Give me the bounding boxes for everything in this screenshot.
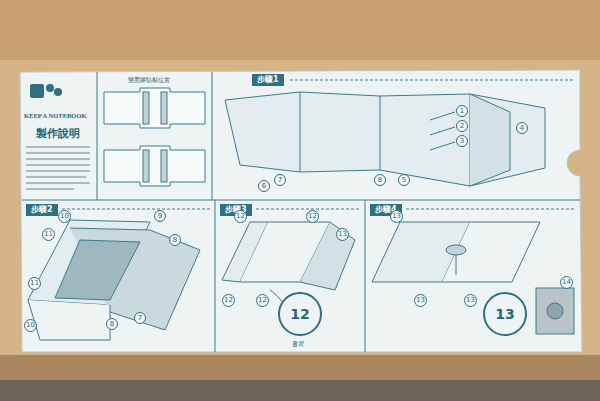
callout-number: 13	[414, 294, 427, 307]
callout-number: 9	[154, 210, 166, 222]
step-title: 步驟1	[257, 75, 279, 84]
instruction-text-lines	[26, 146, 90, 190]
callout-text: 7	[138, 315, 142, 322]
step2-drawing	[28, 220, 200, 340]
callout-text: 13	[392, 213, 401, 220]
callout-text: 13	[495, 307, 514, 321]
step-title: 步驟2	[31, 205, 53, 214]
callout-number: 5	[398, 174, 410, 186]
callout-text: 8	[378, 177, 382, 184]
step-tab: 步驟2	[26, 204, 58, 216]
callout-text: 10	[26, 322, 35, 329]
shelf-shadow	[0, 380, 600, 401]
callout-number: 6	[258, 180, 270, 192]
callout-number: 13	[464, 294, 477, 307]
brand-name: KEEP A NOTEBOOK	[24, 112, 87, 119]
callout-text: 3	[460, 138, 464, 145]
step1-fold-drawing	[225, 92, 545, 186]
callout-text: 8	[110, 321, 114, 328]
callout-text: 6	[262, 183, 266, 190]
callout-number: 13	[390, 210, 403, 223]
callout-number: 1	[456, 105, 468, 117]
shelf	[0, 355, 600, 401]
callout-number: 10	[58, 210, 71, 223]
callout-text: 9	[158, 213, 162, 220]
callout-text: 1	[460, 108, 464, 115]
callout-number: 14	[560, 276, 573, 289]
step4-drawing	[372, 222, 574, 334]
wood-background	[0, 0, 600, 60]
callout-text: 11	[30, 280, 39, 287]
callout-text: 13	[416, 297, 425, 304]
callout-text: 8	[173, 237, 177, 244]
callout-number: 11	[42, 228, 55, 241]
callout-text: 13	[466, 297, 475, 304]
logo	[30, 84, 62, 98]
callout-number: 8	[106, 318, 118, 330]
callout-number: 11	[28, 277, 41, 290]
callout-number: 8	[374, 174, 386, 186]
callout-number: 4	[516, 122, 528, 134]
callout-number: 13	[483, 292, 527, 336]
callout-number: 7	[274, 174, 286, 186]
callout-text: 13	[338, 231, 347, 238]
callout-number: 10	[24, 319, 37, 332]
callout-text: 4	[520, 125, 524, 132]
panel-dividers	[22, 72, 580, 352]
callout-text: 14	[562, 279, 571, 286]
callout-number: 12	[256, 294, 269, 307]
callout-text: 11	[44, 231, 53, 238]
callout-number: 7	[134, 312, 146, 324]
callout-text: 12	[236, 213, 245, 220]
panel-heading: 雙面膠貼黏位置	[128, 76, 170, 85]
callout-text: 12	[224, 297, 233, 304]
callout-text: 12	[290, 307, 309, 321]
step-tab: 步驟1	[252, 74, 284, 86]
callout-text: 12	[258, 297, 267, 304]
callout-text: 7	[278, 177, 282, 184]
callout-text: 2	[460, 123, 464, 130]
callout-number: 12	[278, 292, 322, 336]
callout-number: 8	[169, 234, 181, 246]
part-name: 書背	[292, 340, 304, 349]
callout-number: 3	[456, 135, 468, 147]
sheet-title: 製作說明	[36, 126, 80, 141]
callout-number: 12	[306, 210, 319, 223]
callout-text: 10	[60, 213, 69, 220]
callout-number: 12	[234, 210, 247, 223]
cutout-templates	[104, 88, 205, 186]
callout-text: 5	[402, 177, 406, 184]
callout-number: 12	[222, 294, 235, 307]
callout-number: 2	[456, 120, 468, 132]
paper-sheet	[20, 70, 582, 352]
callout-text: 12	[308, 213, 317, 220]
callout-number: 13	[336, 228, 349, 241]
